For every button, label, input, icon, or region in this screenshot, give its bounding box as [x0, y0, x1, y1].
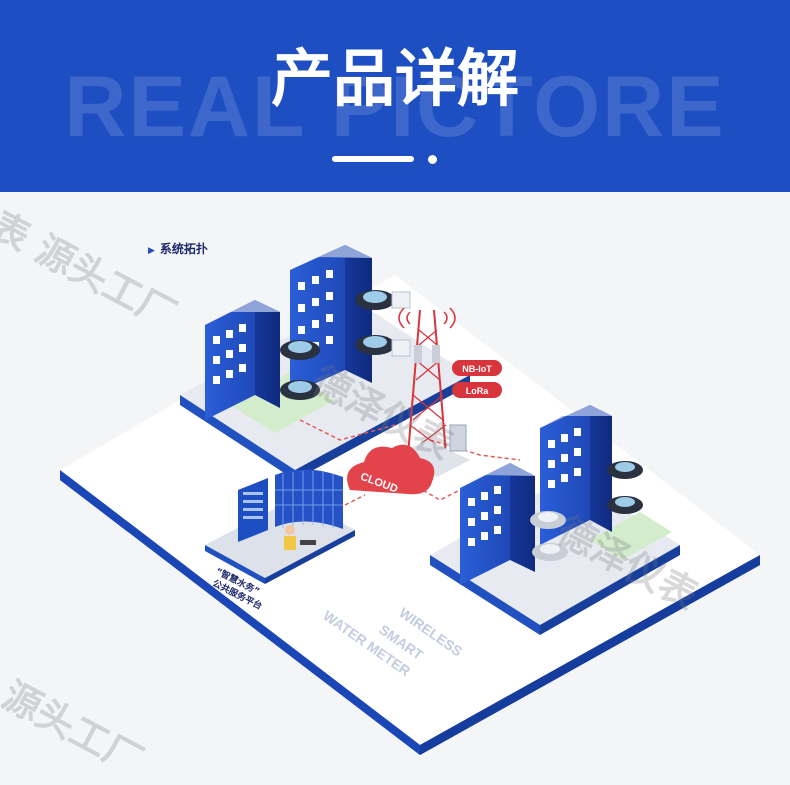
lora-badge: LoRa [452, 382, 502, 398]
nb-iot-badge: NB-IoT [452, 360, 502, 376]
nb-iot-label: NB-IoT [462, 364, 492, 374]
lora-label: LoRa [466, 386, 489, 396]
